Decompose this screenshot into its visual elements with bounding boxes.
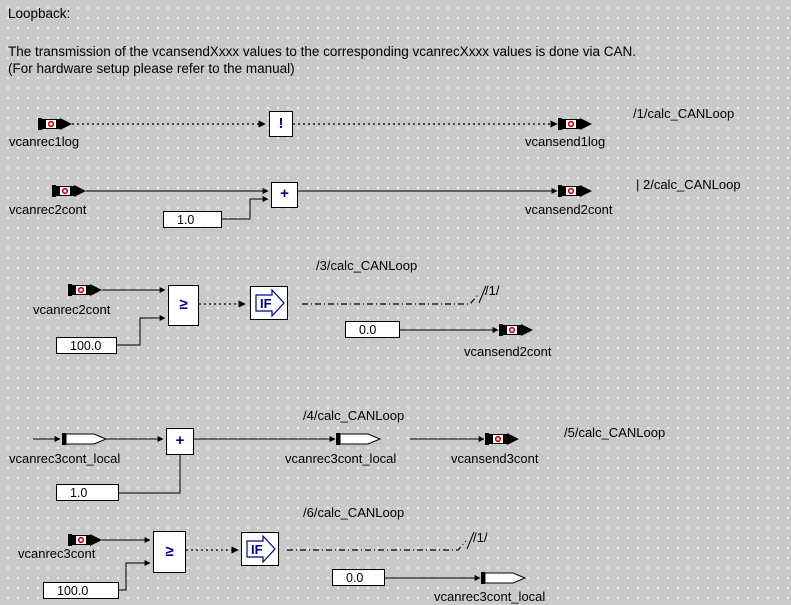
input-label: vcanrec3cont_local: [9, 451, 121, 466]
sequence-tag: /1/calc_CANLoop: [633, 106, 735, 121]
wire: [222, 196, 269, 220]
can-send-port-icon[interactable]: [499, 324, 533, 336]
diagram-description: The transmission of the vcansendXxxx val…: [8, 44, 637, 59]
if-arrow-icon: IF: [246, 534, 276, 564]
sequence-tag: /6/calc_CANLoop: [303, 505, 405, 520]
value-field[interactable]: 0.0: [345, 321, 400, 338]
input-label: vcanrec2cont: [9, 202, 87, 217]
sequence-tag: /5/calc_CANLoop: [564, 425, 666, 440]
operator-symbol: ≥: [179, 296, 188, 313]
wire: [117, 315, 166, 346]
constant-field[interactable]: 100.0: [43, 582, 119, 599]
input-label: vcanrec3cont: [18, 546, 96, 561]
add-block[interactable]: +: [271, 182, 298, 208]
can-receive-port-icon[interactable]: [68, 534, 102, 546]
output-label: vcansend3cont: [451, 451, 539, 466]
sequence-tag: /4/calc_CANLoop: [303, 408, 405, 423]
sequence-tag: | 2/calc_CANLoop: [636, 177, 741, 192]
can-send-port-icon[interactable]: [558, 185, 592, 197]
can-receive-port-icon[interactable]: [68, 284, 102, 296]
can-receive-port-icon[interactable]: [38, 118, 72, 130]
constant-field[interactable]: 1.0: [163, 211, 222, 228]
diagram-title: Loopback:: [8, 6, 71, 21]
wire: [119, 448, 183, 494]
sequence-tag: /3/calc_CANLoop: [316, 258, 418, 273]
diagram-note: (For hardware setup please refer to the …: [8, 61, 295, 76]
wire: [302, 294, 479, 305]
output-label: vcansend1log: [525, 134, 606, 149]
if-block[interactable]: IF: [241, 532, 279, 566]
goto-label: /1/: [485, 283, 500, 298]
svg-text:IF: IF: [260, 296, 272, 311]
constant-field[interactable]: 100.0: [56, 337, 117, 354]
local-variable-port-icon[interactable]: [336, 433, 382, 445]
goto-slash: [478, 285, 487, 304]
input-label: vcanrec2cont: [33, 302, 111, 317]
add-block[interactable]: +: [166, 428, 194, 455]
can-receive-port-icon[interactable]: [52, 185, 86, 197]
output-label: vcansend2cont: [525, 202, 613, 217]
can-send-port-icon[interactable]: [485, 433, 519, 445]
if-block[interactable]: IF: [250, 286, 288, 320]
operator-symbol: !: [278, 115, 284, 132]
svg-text:IF: IF: [251, 542, 263, 557]
value-field[interactable]: 0.0: [332, 569, 385, 586]
output-label: vcanrec3cont_local: [434, 589, 546, 604]
greater-equal-block[interactable]: ≥: [168, 285, 199, 326]
operator-symbol: ≥: [165, 543, 174, 560]
can-send-port-icon[interactable]: [558, 118, 592, 130]
input-label: vcanrec1log: [9, 134, 80, 149]
output-label: vcansend2cont: [464, 344, 552, 359]
if-arrow-icon: IF: [255, 288, 285, 318]
greater-equal-block[interactable]: ≥: [153, 531, 186, 573]
local-variable-label: vcanrec3cont_local: [285, 451, 397, 466]
operator-symbol: +: [280, 185, 289, 202]
goto-label: /1/: [473, 530, 488, 545]
wire: [119, 560, 151, 591]
operator-symbol: +: [175, 432, 185, 449]
logical-not-block[interactable]: !: [269, 111, 293, 137]
local-variable-port-icon[interactable]: [481, 572, 527, 584]
constant-field[interactable]: 1.0: [56, 484, 119, 501]
wire: [287, 540, 467, 551]
goto-slash: [466, 531, 475, 550]
local-variable-port-icon[interactable]: [62, 433, 108, 445]
